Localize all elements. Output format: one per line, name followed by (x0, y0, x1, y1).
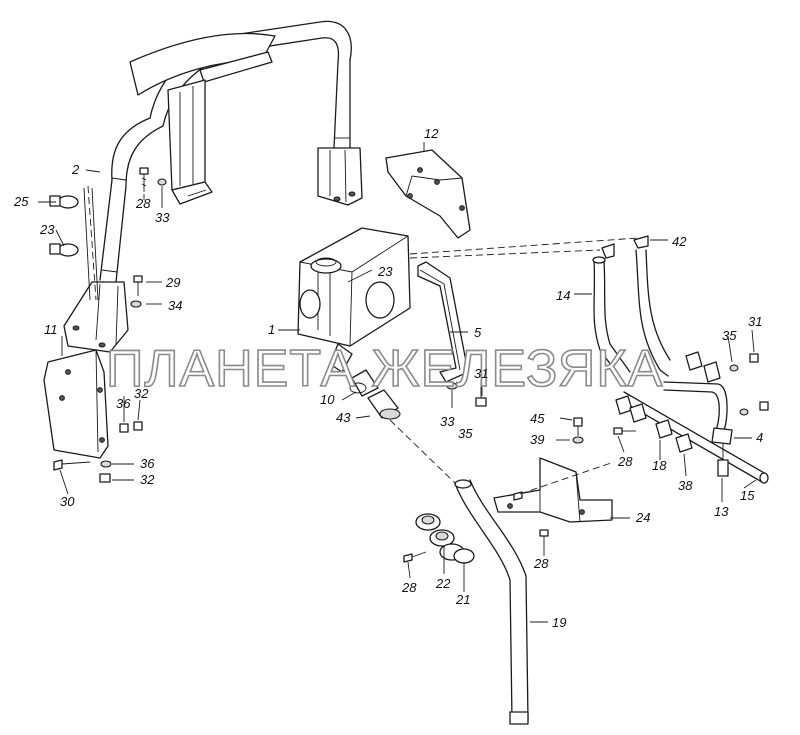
part-label: 23 (377, 264, 393, 279)
part-label: 24 (635, 510, 650, 525)
part-label: 38 (678, 478, 693, 493)
leader-lines (38, 142, 757, 623)
part-label: 31 (474, 366, 488, 381)
part-label: 2 (71, 162, 80, 177)
part-label: 29 (165, 275, 180, 290)
part-label: 1 (268, 322, 275, 337)
part-label: 25 (13, 194, 29, 209)
part-label: 34 (168, 298, 182, 313)
part-label: 19 (552, 615, 566, 630)
hose-pieces-10-43 (349, 369, 401, 420)
roll-bar-frame (63, 20, 363, 353)
part-label: 32 (134, 386, 149, 401)
part-label: 28 (135, 196, 151, 211)
part-label: 28 (401, 580, 417, 595)
bracket-11 (43, 349, 143, 483)
part-label: 23 (39, 222, 55, 237)
part-label: 30 (60, 494, 75, 509)
part-label: 15 (740, 488, 755, 503)
pipe-14 (592, 243, 631, 381)
part-label: 11 (44, 322, 58, 337)
bracket-12 (385, 149, 471, 239)
part-label: 13 (714, 504, 729, 519)
part-label: 28 (533, 556, 549, 571)
part-label: 10 (320, 392, 335, 407)
part-label: 33 (440, 414, 455, 429)
part-label: 36 (116, 396, 131, 411)
part-label: 42 (672, 234, 687, 249)
part-label: 12 (424, 126, 439, 141)
part-label: 18 (652, 458, 667, 473)
expansion-tank (297, 227, 411, 373)
part-label: 35 (722, 328, 737, 343)
part-label: 36 (140, 456, 155, 471)
watermark-text: ПЛАНЕТА ЖЕЛЕЗЯКА (106, 340, 663, 398)
part-label: 5 (474, 325, 482, 340)
bolt-set-top (130, 167, 167, 308)
bushings-22-21 (403, 513, 475, 564)
part-number-labels: 2 25 23 28 33 12 42 23 29 34 14 1 5 35 3… (13, 126, 763, 630)
tank-strap-5 (417, 261, 487, 407)
part-label: 39 (530, 432, 544, 447)
hose-clamps-left (49, 187, 99, 301)
connection-lines (87, 185, 639, 495)
part-label: 31 (748, 314, 762, 329)
part-label: 21 (455, 592, 470, 607)
clips-18-38 (613, 351, 769, 453)
bracket-24 (493, 417, 613, 544)
part-label: 22 (435, 576, 451, 591)
part-label: 4 (756, 430, 763, 445)
part-label: 28 (617, 454, 633, 469)
part-label: 32 (140, 472, 155, 487)
part-label: 35 (458, 426, 473, 441)
part-label: 14 (556, 288, 570, 303)
part-label: 43 (336, 410, 351, 425)
pipe-19 (454, 479, 529, 725)
part-label: 45 (530, 411, 545, 426)
part-label: 33 (155, 210, 170, 225)
pipe-42 (633, 235, 671, 377)
